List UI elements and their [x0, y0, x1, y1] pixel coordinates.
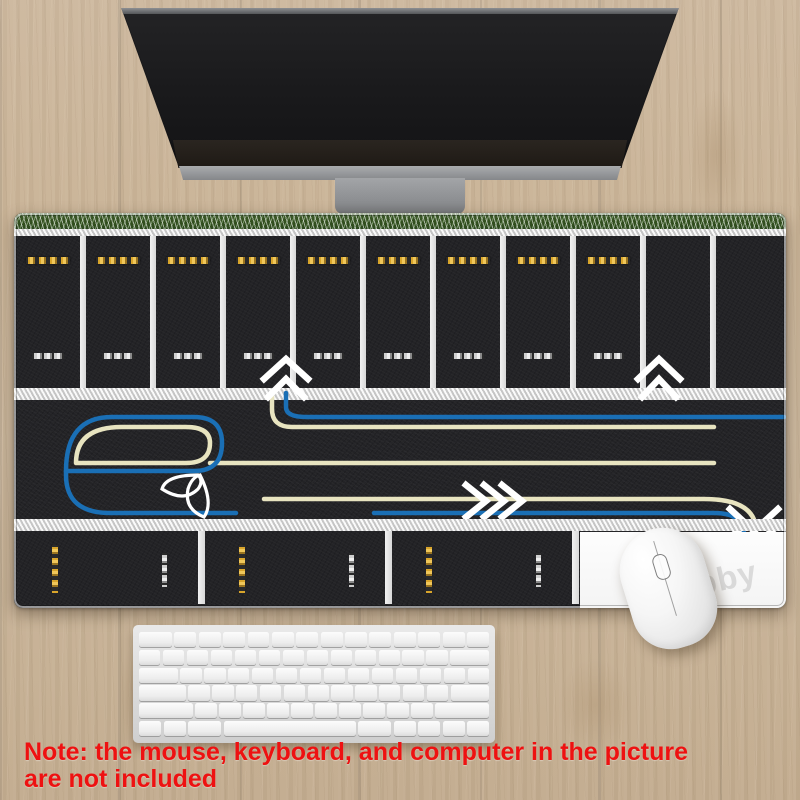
chevron-right-icon: [461, 480, 528, 522]
bay-divider: [430, 236, 436, 388]
bay-yellow-marking: [52, 545, 58, 593]
bay-white-marking: [592, 353, 624, 359]
keyboard-row: [139, 649, 489, 665]
keyboard-row: [139, 685, 489, 701]
bay-white-marking: [162, 553, 167, 587]
bay-white-marking: [536, 553, 541, 587]
bay-divider: [570, 236, 576, 388]
disclaimer-note: Note: the mouse, keyboard, and computer …: [24, 739, 784, 792]
parking-bay: [648, 236, 708, 388]
bay-yellow-marking: [166, 257, 210, 264]
bay-yellow-marking: [96, 257, 140, 264]
monitor-glass: [123, 13, 677, 143]
kerb-line-top: [14, 229, 786, 236]
kerb-line-mid-top: [14, 388, 786, 400]
bay-white-marking: [242, 353, 274, 359]
monitor-chin: [172, 140, 628, 168]
bay-yellow-marking: [586, 257, 630, 264]
bay-divider: [572, 531, 579, 604]
bay-divider: [710, 236, 716, 388]
bay-divider: [198, 531, 205, 604]
parking-bay: [718, 236, 782, 388]
track-lane-cream: [73, 390, 759, 534]
bay-divider: [385, 531, 392, 604]
bay-yellow-marking: [516, 257, 560, 264]
bay-white-marking: [382, 353, 414, 359]
bay-yellow-marking: [239, 545, 245, 593]
keyboard-row: [139, 703, 489, 719]
bay-white-marking: [312, 353, 344, 359]
compact-keyboard: [133, 625, 495, 743]
kerb-line-mid-bottom: [14, 519, 786, 531]
bay-divider: [220, 236, 226, 388]
grass-strip: [14, 213, 786, 229]
bay-white-marking: [32, 353, 64, 359]
bay-yellow-marking: [426, 545, 432, 593]
chevron-up-icon: [633, 354, 685, 402]
bay-yellow-marking: [236, 257, 280, 264]
bay-yellow-marking: [306, 257, 350, 264]
bay-divider: [80, 236, 86, 388]
leaf-icon: [160, 473, 210, 519]
bay-white-marking: [452, 353, 484, 359]
bay-divider: [290, 236, 296, 388]
bay-divider: [150, 236, 156, 388]
bay-divider: [500, 236, 506, 388]
monitor-top-bezel: [121, 8, 679, 14]
chevron-up-icon: [259, 354, 313, 402]
bay-white-marking: [522, 353, 554, 359]
center-race-track: [63, 354, 786, 552]
bay-white-marking: [349, 553, 354, 587]
bay-yellow-marking: [26, 257, 70, 264]
bay-white-marking: [102, 353, 134, 359]
wood-knot: [690, 90, 742, 220]
keyboard-row: [139, 632, 489, 648]
desktop-monitor: [60, 8, 740, 214]
keyboard-row: [139, 720, 489, 736]
disclaimer-line-1: Note: the mouse, keyboard, and computer …: [24, 738, 688, 766]
bay-divider: [640, 236, 646, 388]
parking-bay: [205, 531, 385, 604]
bay-white-marking: [172, 353, 204, 359]
parking-bay: [18, 531, 198, 604]
bay-divider: [360, 236, 366, 388]
bay-yellow-marking: [376, 257, 420, 264]
disclaimer-line-2: are not included: [24, 764, 218, 793]
bay-yellow-marking: [446, 257, 490, 264]
mousepad: hobby: [14, 213, 786, 608]
parking-bay: [392, 531, 572, 604]
monitor-stand: [335, 178, 465, 214]
keyboard-row: [139, 667, 489, 683]
wood-knot: [560, 660, 630, 750]
monitor-foot-bar: [179, 166, 621, 180]
